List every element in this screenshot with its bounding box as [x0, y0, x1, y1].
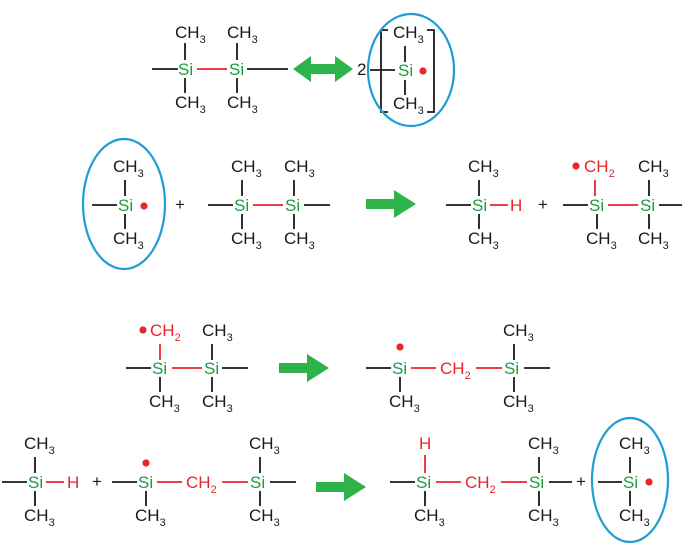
row4-silyl-radical-product: CH3 Si CH3	[590, 416, 670, 544]
coefficient: 2	[357, 60, 366, 79]
methyl-bottom: CH3	[389, 392, 420, 415]
radical-dot-icon	[139, 326, 147, 334]
si-atom: Si	[138, 473, 153, 492]
row4-hydride-product: H Si CH3 CH2 Si CH3 CH3	[390, 434, 572, 529]
plus-sign: +	[92, 472, 102, 491]
methyl-top: CH3	[468, 157, 499, 180]
methyl-bottom: CH3	[227, 93, 258, 116]
row1-radical-product: 2 CH3 Si CH3	[357, 12, 456, 128]
methylene-radical: CH2	[584, 157, 615, 180]
radical-dot-icon	[140, 202, 148, 210]
methyl-bottom: CH3	[113, 229, 144, 252]
plus-sign: +	[175, 195, 185, 214]
row4-silane-reactant: CH3 Si H CH3	[2, 434, 79, 529]
row3-rearranged-product: Si CH3 CH2 Si CH3 CH3	[366, 321, 550, 415]
methyl-top: CH3	[24, 434, 55, 457]
highlight-circle	[81, 137, 167, 271]
right-arrow-icon	[366, 190, 416, 218]
radical-dot-icon	[142, 459, 150, 467]
methyl-bottom: CH3	[231, 229, 262, 252]
methyl-top: CH3	[619, 434, 650, 457]
methyl-top: CH3	[284, 157, 315, 180]
hydrogen-atom: H	[419, 434, 431, 453]
si-atom: Si	[250, 473, 265, 492]
methylene-radical: CH2	[150, 321, 181, 344]
si-atom: Si	[234, 196, 249, 215]
row2-radical-reactant: CH3 Si CH3	[81, 137, 167, 271]
methyl-bottom: CH3	[414, 506, 445, 529]
si-atom: Si	[504, 359, 519, 378]
si-atom: Si	[416, 473, 431, 492]
methyl-bottom: CH3	[149, 392, 180, 415]
methyl-top: CH3	[393, 23, 424, 46]
methyl-top: CH3	[113, 157, 144, 180]
si-atom: Si	[529, 473, 544, 492]
methyl-bottom: CH3	[249, 506, 280, 529]
radical-dot-icon	[419, 67, 427, 75]
si-atom: Si	[285, 196, 300, 215]
methyl-bottom: CH3	[175, 93, 206, 116]
right-arrow-icon	[279, 354, 329, 382]
methylene-bridge: CH2	[465, 473, 496, 496]
row3-carbon-radical-reactant: CH2 Si CH3 Si CH3 CH3	[126, 321, 248, 415]
si-atom: Si	[392, 359, 407, 378]
methyl-bottom: CH3	[528, 506, 559, 529]
plus-sign: +	[538, 195, 548, 214]
row4-silyl-radical-reactant: Si CH3 CH2 Si CH3 CH3	[112, 434, 296, 529]
methylene-bridge: CH2	[186, 473, 217, 496]
methyl-bottom: CH3	[619, 506, 650, 529]
methyl-bottom: CH3	[284, 229, 315, 252]
highlight-circle	[590, 416, 670, 544]
double-headed-arrow-icon	[293, 56, 353, 82]
methyl-bottom: CH3	[468, 229, 499, 252]
row2-silane-product: CH3 Si H CH3	[446, 157, 522, 252]
si-atom: Si	[398, 61, 413, 80]
methyl-top: CH3	[638, 157, 669, 180]
si-atom: Si	[152, 359, 167, 378]
methylene-bridge: CH2	[440, 359, 471, 382]
si-atom: Si	[28, 473, 43, 492]
hydrogen-atom: H	[510, 196, 522, 215]
highlight-circle	[366, 12, 456, 128]
si-atom: Si	[640, 196, 655, 215]
methyl-top: CH3	[503, 321, 534, 344]
si-atom: Si	[178, 60, 193, 79]
methyl-bottom: CH3	[586, 229, 617, 252]
methyl-top: CH3	[231, 157, 262, 180]
plus-sign: +	[576, 472, 586, 491]
methyl-bottom: CH3	[24, 506, 55, 529]
methyl-top: CH3	[227, 23, 258, 46]
methyl-bottom: CH3	[135, 506, 166, 529]
methyl-top: CH3	[528, 434, 559, 457]
methyl-bottom: CH3	[202, 392, 233, 415]
methyl-top: CH3	[175, 23, 206, 46]
radical-dot-icon	[645, 478, 653, 486]
radical-dot-icon	[572, 162, 580, 170]
si-atom: Si	[204, 359, 219, 378]
right-arrow-icon	[316, 473, 366, 501]
si-atom: Si	[118, 196, 133, 215]
methyl-bottom: CH3	[638, 229, 669, 252]
si-atom: Si	[589, 196, 604, 215]
row2-carbon-radical-product: CH2 Si CH3 Si CH3 CH3	[563, 157, 682, 252]
methyl-top: CH3	[202, 321, 233, 344]
row1-disilane: Si CH3 CH3 Si CH3 CH3	[152, 23, 288, 116]
methyl-bottom: CH3	[503, 392, 534, 415]
methyl-bottom: CH3	[393, 94, 424, 117]
si-atom: Si	[229, 60, 244, 79]
hydrogen-atom: H	[67, 473, 79, 492]
methyl-top: CH3	[249, 434, 280, 457]
radical-dot-icon	[396, 343, 404, 351]
si-atom: Si	[472, 196, 487, 215]
si-atom: Si	[623, 473, 638, 492]
row2-disilane: Si CH3 CH3 Si CH3 CH3	[208, 157, 330, 252]
